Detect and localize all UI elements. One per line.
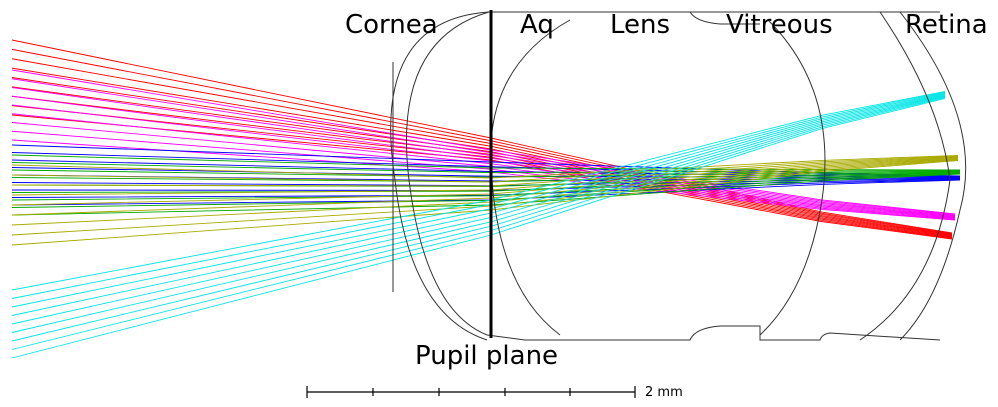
- cornea-anterior-surface: [390, 11, 490, 341]
- label-vitreous: Vitreous: [726, 10, 833, 40]
- label-aqueous: Aq: [520, 10, 554, 40]
- lens-posterior-surface: [759, 19, 826, 336]
- retina-inner-line: [859, 11, 951, 341]
- ray: [11, 98, 946, 359]
- scale-bar-label: 2 mm: [645, 385, 683, 400]
- label-cornea: Cornea: [345, 10, 438, 40]
- cornea-posterior-surface: [405, 11, 490, 336]
- ray: [11, 95, 946, 333]
- ray-bundle: [11, 91, 946, 359]
- label-pupil-plane: Pupil plane: [415, 341, 559, 371]
- retina-surface: [899, 11, 967, 341]
- label-lens: Lens: [610, 10, 671, 40]
- ray-bundles: [11, 39, 961, 359]
- ray-bundle: [11, 39, 953, 240]
- eye-bottom-outline: [486, 325, 941, 341]
- lens-top-notch: [689, 11, 760, 25]
- scale-bar: [306, 386, 636, 398]
- label-retina: Retina: [905, 10, 988, 40]
